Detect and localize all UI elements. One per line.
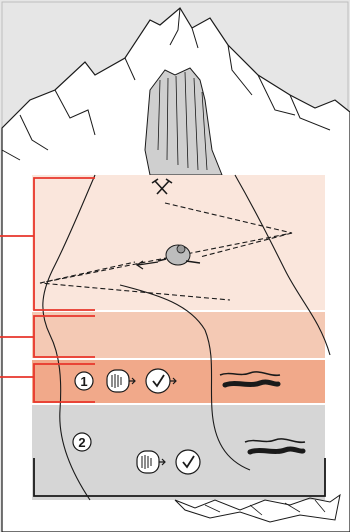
zone-band-2 bbox=[32, 312, 325, 358]
marker-1: 1 bbox=[75, 372, 93, 390]
marker-2-label: 2 bbox=[78, 435, 85, 450]
check-icon bbox=[176, 450, 200, 474]
zone-band-1 bbox=[32, 175, 325, 310]
marker-2: 2 bbox=[73, 433, 91, 451]
marker-1-label: 1 bbox=[80, 374, 87, 389]
